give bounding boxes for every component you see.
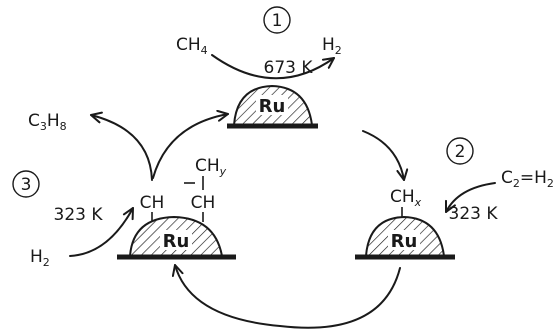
ethylene-c-subscript: 2 — [513, 177, 520, 190]
step-1-group: 1 CH4 H2 673 K — [176, 6, 342, 80]
right-catalyst: CHx Ru — [355, 187, 455, 260]
propane-release-arrow — [90, 111, 153, 181]
cycle-arrow-top-to-right — [362, 130, 409, 181]
methane-main: CH — [176, 35, 201, 55]
hydrogen-top-main: H — [322, 35, 335, 55]
top-catalyst: Ru — [227, 84, 318, 129]
adsorbed-chy-label: CHy — [195, 156, 227, 178]
hydrogen-left-main: H — [30, 247, 43, 267]
step-3-group: 3 323 K H2 C3H8 — [12, 111, 153, 269]
step-1-arrow — [211, 54, 335, 80]
hydrogen-top-subscript: 2 — [335, 44, 342, 57]
ethylene-label: C2=H2 — [501, 168, 554, 190]
step-2-arrow — [445, 182, 496, 213]
hydrogen-left-subscript: 2 — [43, 256, 50, 269]
adsorbed-chx-subscript: x — [414, 196, 422, 209]
hydrogen-top-label: H2 — [322, 35, 342, 57]
ethylene-bond: = — [520, 168, 534, 188]
adsorbed-ch-label: CH — [140, 193, 165, 213]
adsorbed-chy-main: CH — [195, 156, 220, 176]
step-3-arrow — [69, 207, 134, 257]
propane-label: C3H8 — [28, 111, 67, 133]
cycle-arrow-left-to-top — [152, 109, 229, 179]
step-1-circle — [263, 6, 291, 34]
propane-c-subscript: 3 — [40, 120, 47, 133]
adsorbed-chain-ch-label: CH — [191, 193, 216, 213]
propane-c: C — [28, 111, 40, 131]
step-3-temperature: 323 K — [54, 205, 104, 225]
hydrogen-left-label: H2 — [30, 247, 50, 269]
propane-h: H — [47, 111, 60, 131]
methane-label: CH4 — [176, 35, 208, 57]
left-ru-label: Ru — [163, 231, 190, 252]
left-catalyst: CH CHy CH Ru — [117, 156, 236, 260]
step-3-number: 3 — [21, 175, 32, 195]
right-ru-label: Ru — [391, 231, 418, 252]
step-2-circle — [446, 137, 474, 165]
step-2-temperature: 323 K — [449, 204, 499, 224]
propane-h-subscript: 8 — [60, 120, 67, 133]
top-ru-label: Ru — [259, 96, 286, 117]
methane-subscript: 4 — [201, 44, 208, 57]
step-2-number: 2 — [455, 142, 466, 162]
cycle-arrow-right-to-left — [171, 264, 401, 329]
step-1-temperature: 673 K — [264, 58, 314, 78]
step-1-number: 1 — [272, 11, 283, 31]
adsorbed-chx-main: CH — [390, 187, 415, 207]
adsorbed-chx-label: CHx — [390, 187, 422, 209]
ethylene-c: C — [501, 168, 513, 188]
ethylene-h: H — [534, 168, 547, 188]
adsorbed-chy-subscript: y — [219, 165, 227, 178]
step-2-group: 2 C2=H2 323 K — [445, 137, 554, 224]
step-3-circle — [12, 170, 40, 198]
ethylene-h-subscript: 2 — [547, 177, 554, 190]
